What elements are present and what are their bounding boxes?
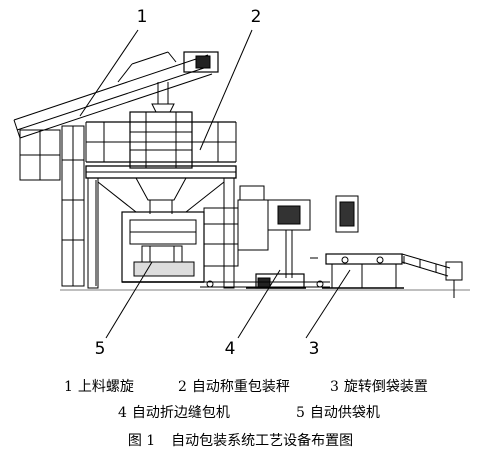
control-cabinet bbox=[203, 185, 269, 267]
legend-number: 3 bbox=[330, 379, 339, 395]
legend-text: 自动折边缝包机 bbox=[131, 405, 230, 421]
figure-number: 图 1 bbox=[127, 433, 156, 449]
folding-sewing-machine bbox=[246, 199, 311, 289]
legend-text: 自动供袋机 bbox=[309, 405, 380, 421]
screw-conveyor bbox=[13, 51, 219, 287]
callout-leader-3 bbox=[305, 269, 351, 339]
legend-text: 自动称重包装秤 bbox=[191, 379, 290, 395]
callout-label-2: 2 bbox=[251, 7, 262, 27]
legend-number: 1 bbox=[64, 379, 73, 395]
legend-number: 5 bbox=[296, 405, 305, 421]
figure-title: 自动包装系统工艺设备布置图 bbox=[171, 433, 354, 449]
rotary-bag-turner bbox=[322, 195, 463, 298]
callout-leader-5 bbox=[105, 261, 153, 339]
legend-number: 4 bbox=[118, 405, 127, 421]
legend-text: 旋转倒袋装置 bbox=[343, 379, 428, 395]
callout-leader-4 bbox=[237, 269, 281, 339]
callout-label-1: 1 bbox=[137, 7, 148, 27]
callout-label-5: 5 bbox=[95, 339, 106, 359]
weighing-scale bbox=[85, 111, 237, 289]
callout-label-3: 3 bbox=[309, 339, 320, 359]
callout-label-4: 4 bbox=[225, 339, 236, 359]
callout-leader-2 bbox=[199, 29, 253, 151]
legend-number: 2 bbox=[178, 379, 187, 395]
bag-feeder bbox=[121, 211, 205, 283]
belt-conveyor bbox=[200, 257, 330, 288]
legend-text: 上料螺旋 bbox=[77, 379, 134, 395]
figure-caption: 图 1 自动包装系统工艺设备布置图 bbox=[0, 430, 481, 450]
callout-leader-1 bbox=[79, 29, 139, 117]
